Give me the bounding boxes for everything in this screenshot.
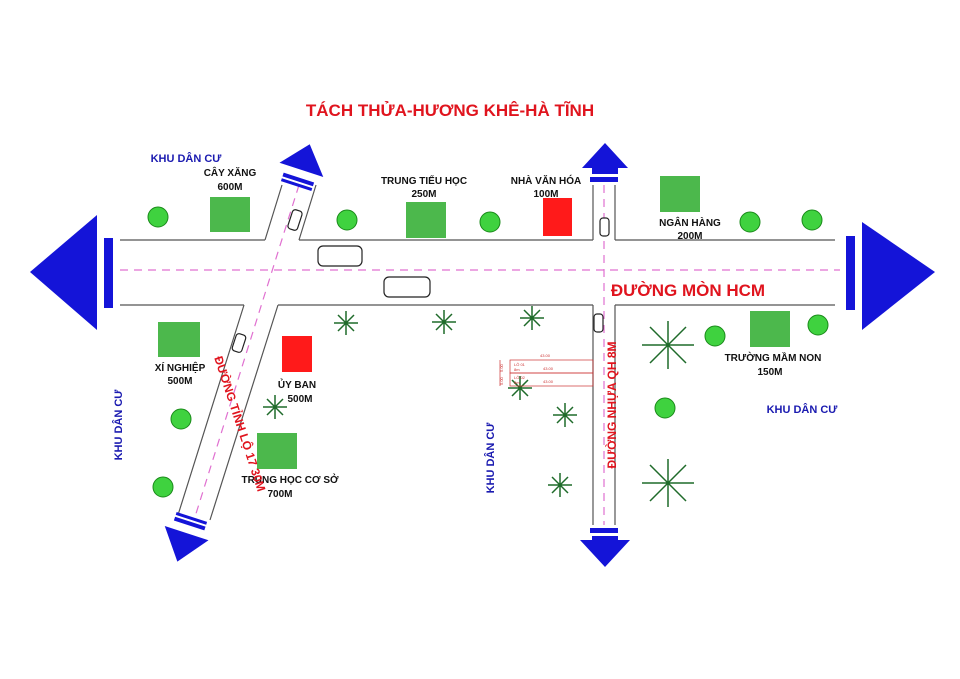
lot-id: LÔ 01	[514, 362, 526, 367]
kindergarten-block	[750, 311, 790, 347]
direction-arrows	[30, 143, 935, 567]
place-name: TRUNG HỌC CƠ SỞ	[241, 473, 339, 486]
roads	[120, 184, 840, 525]
place-distance: 250M	[411, 189, 436, 200]
palm-trees	[263, 306, 694, 507]
palm-icon	[548, 473, 572, 497]
factory-block	[158, 322, 200, 357]
residential-label: KHU DÂN CƯ	[112, 389, 125, 461]
palm-icon	[432, 310, 456, 334]
place-name: CÂY XĂNG	[204, 166, 257, 179]
lot-dim: 43.00	[543, 366, 554, 371]
palm-icon	[553, 403, 577, 427]
lot-width: 5.00	[499, 376, 504, 385]
place-distance: 600M	[217, 182, 242, 193]
place-distance: 700M	[267, 489, 292, 500]
tree-icon	[479, 211, 501, 233]
arrow-north-icon	[582, 143, 628, 182]
palm-icon	[508, 376, 532, 400]
car-icon	[287, 209, 303, 231]
gas-station-block	[210, 197, 250, 232]
main-road	[120, 240, 835, 305]
car-icon	[317, 245, 363, 267]
tree-icon	[170, 408, 192, 430]
tree-icon	[739, 211, 761, 233]
tree-icon	[801, 209, 823, 231]
place-name: ỦY BAN	[278, 378, 316, 391]
residential-labels: KHU DÂN CƯ KHU DÂN CƯ KHU DÂN CƯ KHU DÂN…	[112, 152, 838, 493]
car-icon	[599, 217, 610, 237]
tree-icon	[704, 325, 726, 347]
place-distance: 200M	[677, 231, 702, 242]
lot-area: 8m	[514, 380, 520, 385]
lot-top-dim: 43.00	[540, 353, 551, 358]
lot-division	[499, 359, 594, 387]
tree-icon	[807, 314, 829, 336]
arrow-east-icon	[846, 222, 935, 330]
palm-icon	[520, 306, 544, 330]
cars	[231, 209, 610, 353]
map-title: TÁCH THỬA-HƯƠNG KHÊ-HÀ TĨNH	[306, 100, 594, 120]
palm-icon	[263, 395, 287, 419]
vertical-road-label: ĐƯỜNG NHỰA QH 8M	[604, 341, 619, 468]
diagonal-road-centerline	[193, 184, 300, 521]
committee-block	[282, 336, 312, 372]
place-name: XÍ NGHIỆP	[155, 361, 206, 374]
round-trees	[147, 206, 829, 498]
residential-label: KHU DÂN CƯ	[151, 152, 223, 165]
residential-label: KHU DÂN CƯ	[767, 403, 839, 416]
lot-width: 5.00	[499, 363, 504, 372]
secondary-school-block	[257, 433, 297, 469]
palm-icon	[642, 459, 694, 507]
place-labels: CÂY XĂNG 600M TRUNG TIỂU HỌC 250M NHÀ VĂN …	[155, 166, 822, 500]
lot-dim: 43.00	[543, 379, 554, 384]
place-name: NGÂN HÀNG	[659, 216, 721, 229]
lot-area: 8m	[514, 367, 520, 372]
tree-icon	[654, 397, 676, 419]
place-name: TRUNG TIỂU HỌC	[381, 174, 467, 187]
diagonal-road-label: ĐƯỜNG TỈNH LỘ 17 30M	[211, 354, 269, 493]
tree-icon	[336, 209, 358, 231]
tree-icon	[152, 476, 174, 498]
primary-school-block	[406, 202, 446, 238]
arrow-northeast-icon	[279, 144, 324, 192]
place-distance: 500M	[167, 376, 192, 387]
car-icon	[593, 313, 604, 333]
arrow-west-icon	[30, 215, 113, 330]
palm-icon	[642, 321, 694, 369]
place-name: NHÀ VĂN HÓA	[511, 174, 582, 187]
arrow-southwest-icon	[164, 511, 209, 562]
arrow-south-icon	[580, 528, 630, 567]
car-icon	[231, 333, 247, 353]
place-distance: 100M	[533, 189, 558, 200]
buildings	[158, 176, 790, 469]
residential-label: KHU DÂN CƯ	[484, 422, 497, 494]
main-road-label: ĐƯỜNG MÒN HCM	[611, 281, 765, 300]
car-icon	[383, 276, 431, 298]
lot-id: LÔ 02	[514, 375, 526, 380]
place-name: TRƯỜNG MẦM NON	[725, 351, 822, 364]
tree-icon	[147, 206, 169, 228]
palm-icon	[334, 311, 358, 335]
culture-house-block	[543, 198, 572, 236]
place-distance: 150M	[757, 367, 782, 378]
bank-block	[660, 176, 700, 212]
place-distance: 500M	[287, 394, 312, 405]
